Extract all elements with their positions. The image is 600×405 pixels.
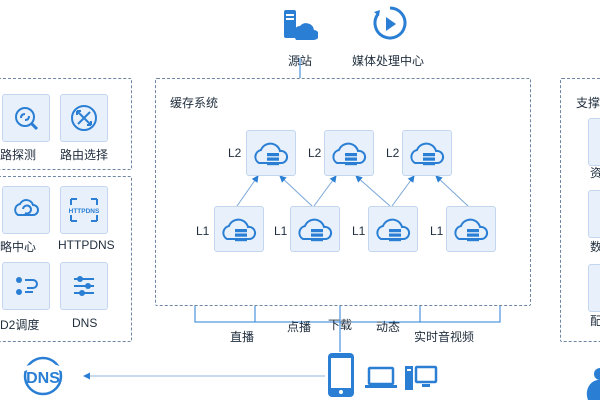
cloud-server-icon xyxy=(376,218,411,242)
media-center-label: 媒体处理中心 xyxy=(352,54,425,68)
edge-l1c-l2c xyxy=(391,175,415,207)
cache-system-panel xyxy=(155,78,531,306)
dns-logo: DNS xyxy=(14,354,72,398)
phone-icon xyxy=(326,352,356,398)
traffic-fan-lines xyxy=(194,305,501,352)
support-label-3: 配 xyxy=(590,314,600,328)
l2-cache-node-1 xyxy=(246,130,296,176)
scheduling-tile xyxy=(2,262,50,310)
dns-label: DNS xyxy=(72,316,98,330)
edge-l1b-l2a xyxy=(279,175,313,207)
l2-cache-node-3 xyxy=(402,130,452,176)
scheduling-icon xyxy=(16,277,38,295)
l2-label-3: L2 xyxy=(386,146,400,160)
httpdns-icon: HTTPDNS xyxy=(69,198,100,222)
cloud-server-icon xyxy=(454,218,489,242)
cache-system-title: 缓存系统 xyxy=(170,96,219,110)
support-tile-2 xyxy=(588,190,600,238)
dns-tile xyxy=(60,262,108,310)
cloud-server-icon xyxy=(332,142,367,166)
l1-cache-node-4 xyxy=(446,206,496,252)
dns-logo-text: DNS xyxy=(26,370,60,387)
httpdns-label: HTTPDNS xyxy=(58,238,115,252)
l1-cache-node-3 xyxy=(368,206,418,252)
l1-label-2: L1 xyxy=(274,224,288,238)
route-select-tile xyxy=(60,94,108,142)
link-probe-icon xyxy=(15,107,39,131)
laptop-icon xyxy=(364,366,398,390)
user-icon xyxy=(586,366,600,400)
l2-cache-node-2 xyxy=(324,130,374,176)
support-panel-title: 支撑 xyxy=(576,96,600,110)
edge-l1d-l2c xyxy=(435,175,469,207)
support-label-2: 数 xyxy=(590,240,600,254)
scheduling-label: D2调度 xyxy=(0,318,40,332)
cloud-server-icon xyxy=(298,218,333,242)
traffic-vod-label: 点播 xyxy=(287,320,312,334)
edge-l1a-l2a xyxy=(236,175,259,207)
support-tile-1 xyxy=(588,118,600,166)
l1-label-1: L1 xyxy=(196,224,210,238)
l1-label-3: L1 xyxy=(352,224,366,238)
traffic-download-label: 下载 xyxy=(328,318,353,332)
traffic-dynamic-label: 动态 xyxy=(376,320,401,334)
scheduling-panel-bottom xyxy=(0,176,132,342)
route-select-icon xyxy=(71,105,97,131)
l1-cache-node-1 xyxy=(214,206,264,252)
edge-l1c-l2b xyxy=(355,175,391,207)
strategy-center-tile xyxy=(2,186,50,234)
httpdns-tile: HTTPDNS xyxy=(60,186,108,234)
httpdns-badge-text: HTTPDNS xyxy=(69,208,100,215)
origin-label: 源站 xyxy=(288,54,313,68)
support-label-1: 资 xyxy=(590,166,600,180)
sliders-icon xyxy=(74,276,94,296)
strategy-center-label: 略中心 xyxy=(0,240,37,254)
traffic-live-label: 直播 xyxy=(230,330,255,344)
support-panel xyxy=(560,78,600,342)
l2-label-2: L2 xyxy=(308,146,322,160)
cloud-server-icon xyxy=(254,142,289,166)
link-probe-tile xyxy=(2,94,50,142)
origin-server-icon xyxy=(278,6,319,46)
cloud-server-icon xyxy=(222,218,257,242)
strategy-center-icon xyxy=(14,199,39,216)
l2-label-1: L2 xyxy=(228,146,242,160)
traffic-rtc-label: 实时音视频 xyxy=(414,330,475,344)
l1-label-4: L1 xyxy=(430,224,444,238)
support-tile-3 xyxy=(588,264,600,312)
scheduling-panel-top xyxy=(0,78,132,170)
desktop-icon xyxy=(404,364,438,392)
l1-cache-node-2 xyxy=(290,206,340,252)
cloud-server-icon xyxy=(410,142,445,166)
edge-l1b-l2b xyxy=(313,175,337,207)
route-select-label: 路由选择 xyxy=(60,148,109,162)
link-probe-label: 路探测 xyxy=(0,148,37,162)
media-processing-icon xyxy=(370,4,410,44)
